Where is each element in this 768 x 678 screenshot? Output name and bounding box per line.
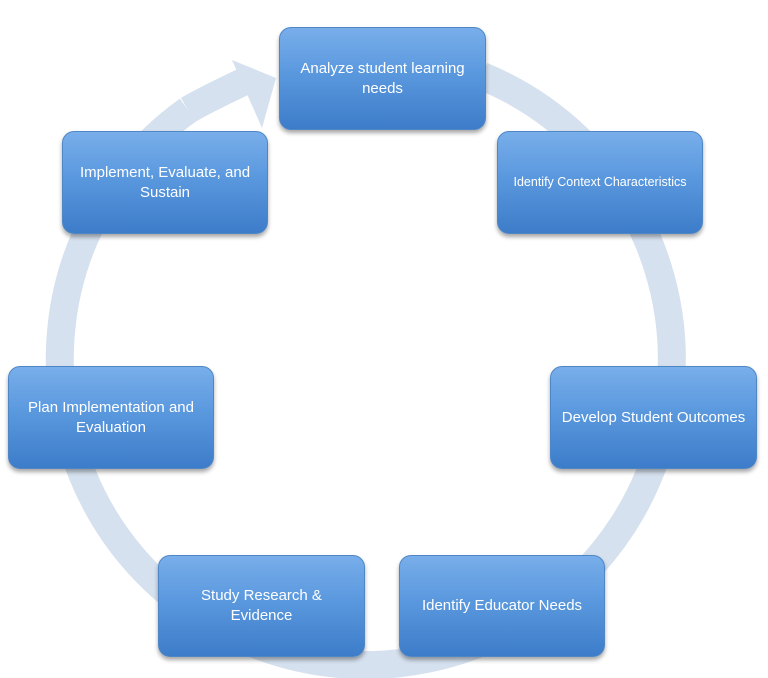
step-study-research-evidence: Study Research & Evidence bbox=[158, 555, 365, 657]
cycle-arrow-shaft bbox=[180, 69, 249, 123]
step-develop-student-outcomes: Develop Student Outcomes bbox=[550, 366, 757, 469]
step-identify-educator-needs: Identify Educator Needs bbox=[399, 555, 605, 657]
step-identify-context-characteristics: Identify Context Characteristics bbox=[497, 131, 703, 234]
step-analyze-student-learning-needs: Analyze student learning needs bbox=[279, 27, 486, 130]
cycle-ring-track bbox=[45, 63, 686, 678]
step-plan-implementation-evaluation: Plan Implementation and Evaluation bbox=[8, 366, 214, 469]
step-implement-evaluate-sustain: Implement, Evaluate, and Sustain bbox=[62, 131, 268, 234]
cycle-arrow-head bbox=[232, 60, 276, 128]
